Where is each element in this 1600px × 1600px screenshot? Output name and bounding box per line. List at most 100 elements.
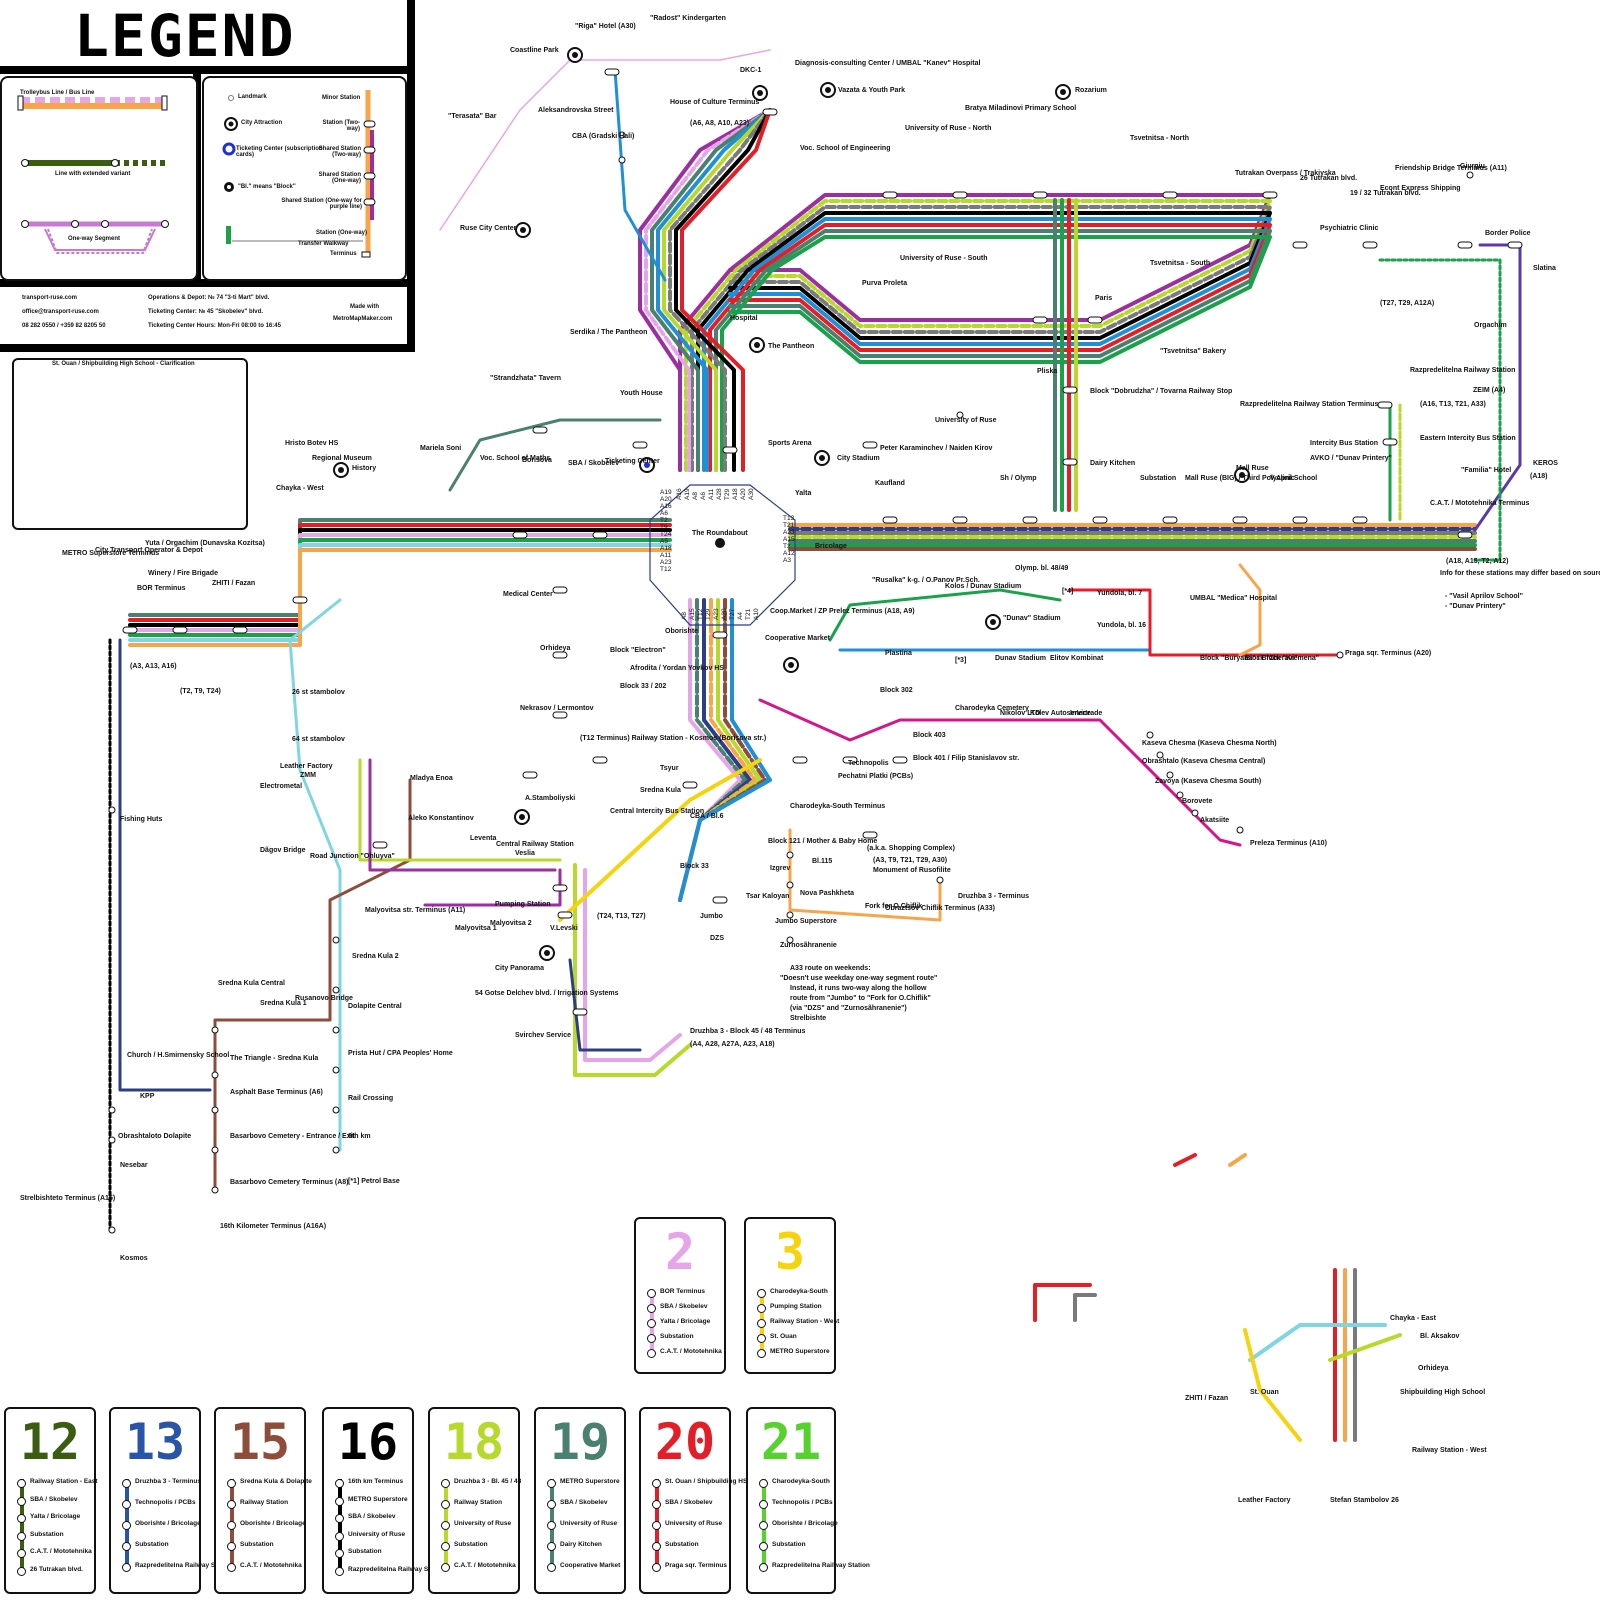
minor-station[interactable] xyxy=(1156,751,1164,759)
station-marker[interactable] xyxy=(557,911,573,919)
minor-station[interactable] xyxy=(332,1106,340,1114)
station-marker[interactable] xyxy=(1087,316,1103,324)
minor-station[interactable] xyxy=(108,806,116,814)
station-marker[interactable] xyxy=(532,426,548,434)
minor-station[interactable] xyxy=(1236,826,1244,834)
station-marker[interactable] xyxy=(1032,191,1048,199)
contact-site[interactable]: transport-ruse.com xyxy=(22,295,78,301)
station-marker[interactable] xyxy=(552,651,568,659)
station-marker[interactable] xyxy=(1022,516,1038,524)
station-marker[interactable] xyxy=(1352,516,1368,524)
minor-station[interactable] xyxy=(618,131,626,139)
station-marker[interactable] xyxy=(1162,191,1178,199)
station-marker[interactable] xyxy=(232,626,248,634)
station-marker[interactable] xyxy=(172,626,188,634)
station-marker[interactable] xyxy=(1457,531,1473,539)
station-label: Info for these stations may differ based… xyxy=(1440,570,1600,577)
station-marker[interactable] xyxy=(122,626,138,634)
station-marker[interactable] xyxy=(722,446,738,454)
station-marker[interactable] xyxy=(712,631,728,639)
minor-station[interactable] xyxy=(786,881,794,889)
minor-station[interactable] xyxy=(936,876,944,884)
station-marker[interactable] xyxy=(1032,316,1048,324)
minor-station[interactable] xyxy=(332,1146,340,1154)
minor-station[interactable] xyxy=(786,851,794,859)
station-marker[interactable] xyxy=(892,756,908,764)
minor-station[interactable] xyxy=(332,986,340,994)
minor-station[interactable] xyxy=(211,1106,219,1114)
minor-station[interactable] xyxy=(108,1106,116,1114)
station-label: Tsar Kaloyan xyxy=(746,893,789,900)
station-marker[interactable] xyxy=(512,531,528,539)
station-marker[interactable] xyxy=(862,441,878,449)
station-marker[interactable] xyxy=(552,711,568,719)
minor-station[interactable] xyxy=(1166,771,1174,779)
minor-station[interactable] xyxy=(332,936,340,944)
station-marker[interactable] xyxy=(842,756,858,764)
station-marker[interactable] xyxy=(792,756,808,764)
station-marker[interactable] xyxy=(682,781,698,789)
minor-station[interactable] xyxy=(332,1066,340,1074)
minor-station[interactable] xyxy=(786,936,794,944)
station-marker[interactable] xyxy=(1292,516,1308,524)
station-marker[interactable] xyxy=(292,596,308,604)
station-marker[interactable] xyxy=(552,884,568,892)
station-marker[interactable] xyxy=(604,68,620,76)
minor-station[interactable] xyxy=(956,411,964,419)
minor-station[interactable] xyxy=(211,1146,219,1154)
minor-station[interactable] xyxy=(108,1226,116,1234)
station-marker[interactable] xyxy=(1457,241,1473,249)
station-marker[interactable] xyxy=(1292,241,1308,249)
station-marker[interactable] xyxy=(522,771,538,779)
minor-station[interactable] xyxy=(1466,171,1474,179)
stop-dot xyxy=(17,1566,26,1576)
station-marker[interactable] xyxy=(952,191,968,199)
station-marker[interactable] xyxy=(1062,386,1078,394)
minor-station[interactable] xyxy=(108,1136,116,1144)
minor-station[interactable] xyxy=(1176,791,1184,799)
station-marker[interactable] xyxy=(1377,401,1393,409)
station-marker[interactable] xyxy=(592,531,608,539)
minor-station[interactable] xyxy=(211,1026,219,1034)
station-marker[interactable] xyxy=(882,516,898,524)
minor-station[interactable] xyxy=(1146,731,1154,739)
minor-station[interactable] xyxy=(618,156,626,164)
station-marker[interactable] xyxy=(1382,438,1398,446)
minor-station[interactable] xyxy=(786,911,794,919)
maker-link[interactable]: MetroMapMaker.com xyxy=(333,316,393,322)
station-marker[interactable] xyxy=(882,191,898,199)
station-marker[interactable] xyxy=(632,441,648,449)
station-marker[interactable] xyxy=(1507,241,1523,249)
station-marker[interactable] xyxy=(1062,458,1078,466)
minor-station[interactable] xyxy=(1191,809,1199,817)
station-label: Serdika / The Pantheon xyxy=(570,329,647,336)
contact-email[interactable]: office@transport-ruse.com xyxy=(22,309,99,315)
station-marker[interactable] xyxy=(372,841,388,849)
station-marker[interactable] xyxy=(1232,516,1248,524)
station-marker[interactable] xyxy=(712,896,728,904)
minor-station[interactable] xyxy=(211,1186,219,1194)
station-marker[interactable] xyxy=(552,586,568,594)
station-marker[interactable] xyxy=(592,756,608,764)
minor-station[interactable] xyxy=(332,1026,340,1034)
station-marker[interactable] xyxy=(1362,241,1378,249)
station-marker[interactable] xyxy=(762,108,778,116)
station-marker[interactable] xyxy=(1162,516,1178,524)
station-marker[interactable] xyxy=(1092,516,1108,524)
station-marker[interactable] xyxy=(952,516,968,524)
station-marker[interactable] xyxy=(572,1008,588,1016)
station-marker[interactable] xyxy=(1262,191,1278,199)
minor-station[interactable] xyxy=(211,1071,219,1079)
minor-station[interactable] xyxy=(1336,651,1344,659)
station-marker[interactable] xyxy=(862,831,878,839)
